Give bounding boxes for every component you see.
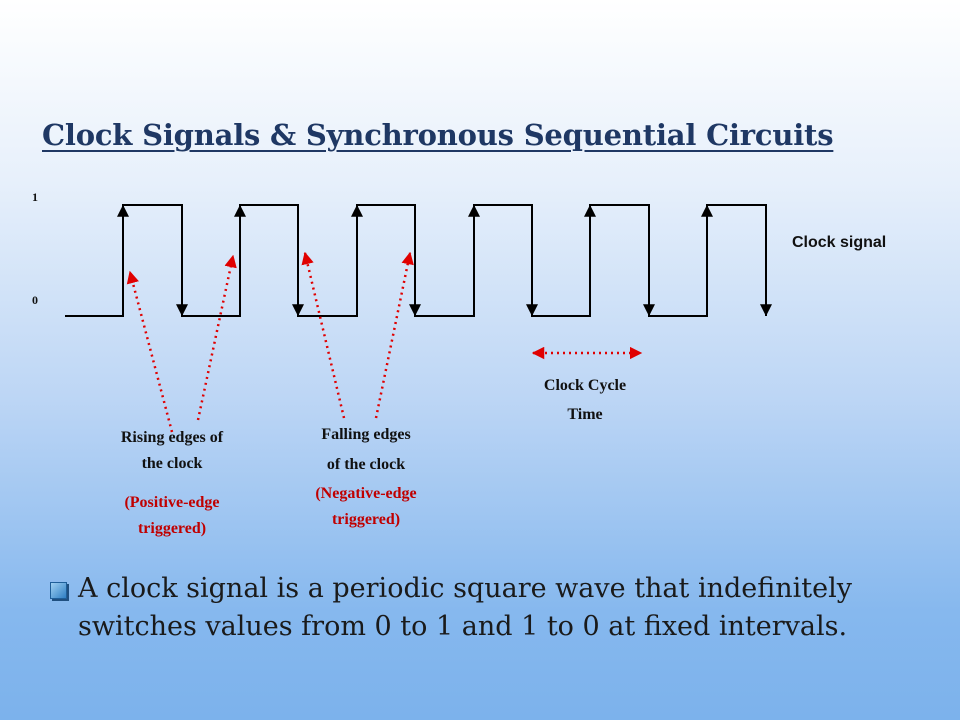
level-high-label: 1 xyxy=(32,190,38,204)
clock-cycle-label-line2: Time xyxy=(567,406,603,423)
clock-signal-label: Clock signal xyxy=(792,234,887,251)
definition-bullet: A clock signal is a periodic square wave… xyxy=(50,570,930,646)
positive-edge-note-line2: triggered) xyxy=(137,520,207,537)
negative-edge-note-line2: triggered) xyxy=(331,511,401,528)
definition-text: A clock signal is a periodic square wave… xyxy=(78,573,852,642)
bullet-square-icon xyxy=(50,582,67,599)
clock-cycle-label-line1: Clock Cycle xyxy=(543,377,627,394)
rising-pointer-2 xyxy=(196,254,237,421)
negative-edge-note-line1: (Negative-edge xyxy=(315,485,417,502)
rising-edges-label-line2: the clock xyxy=(141,455,203,472)
rising-pointer-1 xyxy=(126,270,174,433)
falling-pointer-1 xyxy=(301,251,346,419)
falling-edges-label-line1: Falling edges xyxy=(321,426,411,443)
rising-edges-label-line1: Rising edges of xyxy=(120,429,224,446)
level-low-label: 0 xyxy=(32,293,38,307)
falling-edges-label-line2: of the clock xyxy=(326,456,406,473)
positive-edge-note-line1: (Positive-edge xyxy=(124,494,220,511)
slide-title: Clock Signals & Synchronous Sequential C… xyxy=(42,118,834,152)
falling-pointer-2 xyxy=(374,251,414,419)
